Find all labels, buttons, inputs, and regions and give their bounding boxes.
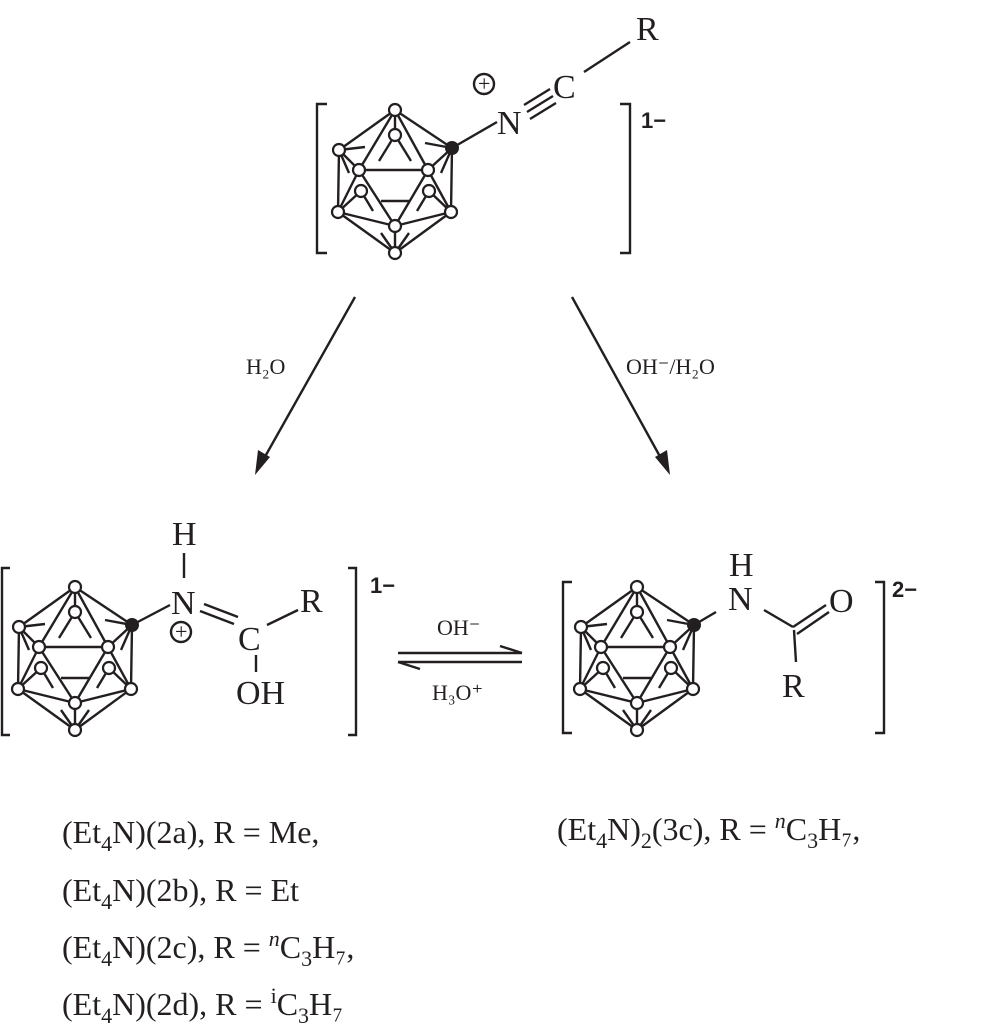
atom-n: N bbox=[728, 581, 753, 618]
reagent-hydroxide-water: OH⁻/H₂O bbox=[626, 354, 715, 379]
atom-o: O bbox=[829, 583, 854, 620]
product-amide: H N O R 2− bbox=[561, 547, 917, 738]
positive-charge-icon bbox=[169, 620, 193, 644]
plus-sign: + bbox=[175, 619, 187, 644]
positive-charge-icon bbox=[472, 72, 496, 96]
atom-r: R bbox=[300, 583, 323, 620]
compound-label-2d: (Et4N)(2d), R = iC3H₇ bbox=[62, 983, 343, 1028]
charge-label: 1− bbox=[641, 108, 666, 133]
right-bracket bbox=[620, 102, 632, 255]
left-bracket bbox=[0, 566, 10, 737]
compound-label-2b: (Et4N)(2b), R = Et bbox=[62, 872, 299, 914]
closo-borane-cage-icon bbox=[330, 102, 461, 261]
atom-c: C bbox=[238, 621, 261, 658]
plus-sign: + bbox=[478, 71, 490, 96]
closo-borane-cage-icon bbox=[572, 579, 703, 738]
charge-label: 1− bbox=[370, 573, 395, 598]
closo-borane-cage-icon bbox=[10, 579, 141, 738]
right-bracket bbox=[348, 566, 358, 737]
compound-label-2c: (Et4N)(2c), R = nC3H₇, bbox=[62, 926, 354, 971]
atom-h: H bbox=[172, 516, 197, 553]
arrow-right bbox=[570, 296, 670, 475]
atom-n: N bbox=[171, 585, 196, 622]
left-bracket bbox=[561, 580, 572, 735]
compound-label-2a: (Et4N)(2a), R = Me, bbox=[62, 814, 319, 856]
charge-label: 2− bbox=[892, 577, 917, 602]
arrow-left bbox=[255, 296, 357, 475]
right-bracket bbox=[875, 580, 886, 735]
compound-labels-left: (Et4N)(2a), R = Me, (Et4N)(2b), R = Et (… bbox=[62, 814, 354, 1028]
atom-r: R bbox=[636, 11, 659, 48]
reagent-hydroxide: OH⁻ bbox=[437, 615, 480, 640]
atom-r: R bbox=[782, 668, 805, 705]
reagent-hydronium: H₃O⁺ bbox=[432, 680, 483, 705]
hydroxyl-group: OH bbox=[236, 675, 285, 712]
atom-h: H bbox=[729, 547, 754, 584]
compound-label-3c: (Et4N)2(3c), R = nC3H₇, bbox=[557, 808, 860, 853]
atom-c: C bbox=[553, 69, 576, 106]
reactant-nitrilium: + N C R 1− bbox=[315, 11, 666, 261]
left-bracket bbox=[315, 102, 327, 255]
atom-n: N bbox=[497, 105, 522, 142]
equilibrium-arrows bbox=[397, 644, 523, 671]
reagent-water: H₂O bbox=[246, 354, 285, 379]
product-imidic-acid: H N + C R OH 1− bbox=[0, 516, 395, 738]
